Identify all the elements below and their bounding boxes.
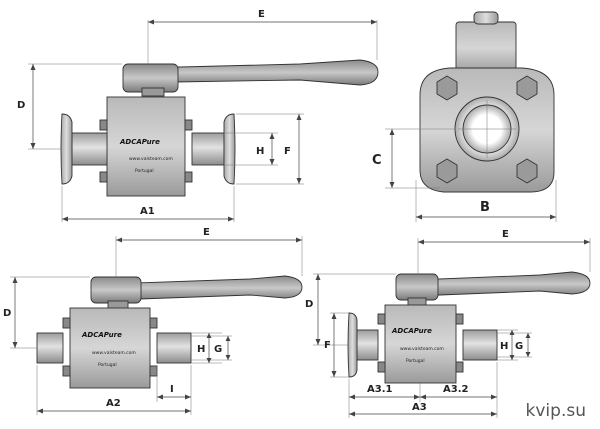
brand-logo: ADCAPure [119,138,160,146]
dim-b: B [480,200,490,215]
website-text-2: www.valsteam.com [92,350,136,356]
dim-e-2: E [203,227,210,238]
dim-c: C [372,153,382,168]
country-text: Portugal [135,168,154,174]
dim-a32: A3.2 [443,384,468,395]
dim-h-2: H [197,344,205,355]
dim-a31: A3.1 [367,384,392,395]
country-text-2: Portugal [98,362,117,368]
dim-d-2: D [3,308,11,319]
website-text: www.valsteam.com [129,156,173,162]
dim-d-1: D [17,100,25,111]
dim-h-3: H [500,341,508,352]
dim-f-3: F [324,340,331,351]
dim-e-3: E [502,229,509,240]
watermark: kvip.su [525,401,586,421]
website-text-3: www.valsteam.com [400,346,444,352]
dim-a1: A1 [140,206,155,217]
dim-f-1: F [284,146,291,157]
brand-logo-2: ADCAPure [81,331,122,339]
dim-a3: A3 [412,402,427,413]
dim-h-1: H [256,146,264,157]
dim-a2: A2 [106,398,121,409]
dim-g-2: G [214,344,222,355]
valve-clamp-front-view: ADCAPure www.valsteam.com Portugal E D A… [17,9,379,222]
valve-mixed-view: ADCAPure www.valsteam.com Portugal E D F… [305,229,591,418]
country-text-3: Portugal [406,358,425,364]
brand-logo-3: ADCAPure [391,327,432,335]
valve-buttweld-view: ADCAPure www.valsteam.com Portugal E D A… [3,227,303,415]
dim-i: I [170,384,174,395]
dim-g-3: G [515,341,523,352]
valve-side-view: C B [372,11,557,222]
dim-e-1: E [258,9,265,20]
dim-d-3: D [305,299,313,310]
